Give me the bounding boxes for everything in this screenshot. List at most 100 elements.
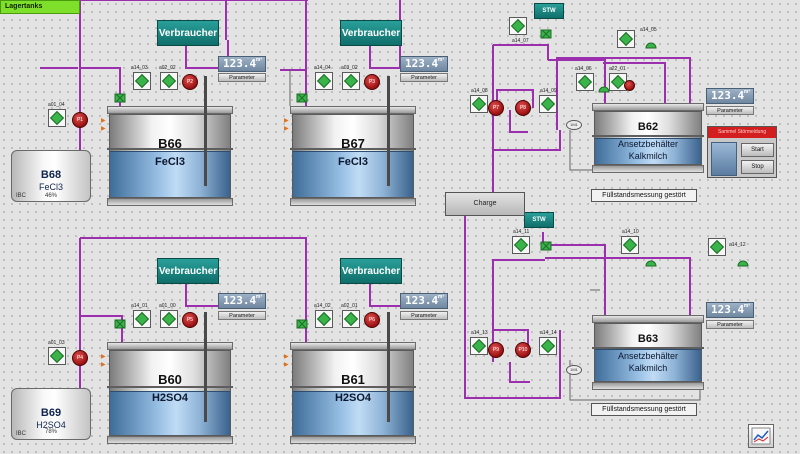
tag-label: a14_12 <box>729 242 746 248</box>
tank-medium-1: Ansetzbehälter <box>617 139 679 149</box>
ibc-b69[interactable]: B69 H2SO4 78% IBC <box>11 388 91 440</box>
instrument-box[interactable] <box>133 72 151 90</box>
start-button[interactable]: Start <box>741 143 774 157</box>
pump-icon[interactable]: P4 <box>72 350 88 366</box>
pump-icon[interactable]: P9 <box>488 342 504 358</box>
level-probe <box>204 76 207 186</box>
tag-label: a14_13 <box>471 330 488 336</box>
tank-b62[interactable]: B62 Ansetzbehälter Kalkmilch <box>592 103 704 173</box>
trend-button[interactable] <box>748 424 774 448</box>
tag-label: a03_02 <box>341 65 358 71</box>
valve-icon[interactable] <box>296 92 308 104</box>
charge-box[interactable]: Charge <box>445 192 525 216</box>
instrument-box[interactable] <box>342 310 360 328</box>
parameter-button[interactable]: Parameter <box>706 106 754 115</box>
mixer-icon[interactable]: 1M1 <box>566 365 582 375</box>
level-fault-status: Füllstandsmessung gestört <box>591 189 697 202</box>
tag-label: a22_01 <box>609 66 626 72</box>
tag-label: a14_06 <box>575 66 592 72</box>
parameter-button[interactable]: Parameter <box>218 73 266 82</box>
consumer-box[interactable]: Verbraucher <box>157 20 219 46</box>
valve-icon[interactable] <box>645 256 657 268</box>
level-marker-icon: ▶ <box>101 362 106 368</box>
pump-icon[interactable]: P6 <box>364 312 380 328</box>
instrument-box[interactable] <box>708 238 726 256</box>
parameter-button[interactable]: Parameter <box>218 311 266 320</box>
ibc-label: IBC <box>16 193 27 199</box>
control-panel: Sammel Störmeldung Start Stop <box>707 126 777 178</box>
instrument-box[interactable] <box>470 95 488 113</box>
tag-label: a14_05 <box>640 27 657 33</box>
valve-icon[interactable] <box>114 92 126 104</box>
instrument-box[interactable] <box>48 347 66 365</box>
instrument-box[interactable] <box>160 72 178 90</box>
tank-name: B62 <box>637 121 659 133</box>
stw-button[interactable]: STW <box>524 212 554 228</box>
valve-icon[interactable] <box>114 318 126 330</box>
consumer-box[interactable]: Verbraucher <box>157 258 219 284</box>
parameter-button[interactable]: Parameter <box>706 320 754 329</box>
instrument-box[interactable] <box>315 310 333 328</box>
instrument-box[interactable] <box>470 337 488 355</box>
wrench-icon[interactable] <box>711 142 737 176</box>
instrument-box[interactable] <box>617 30 635 48</box>
instrument-box[interactable] <box>160 310 178 328</box>
tank-b66[interactable]: B66 FeCl3 <box>107 76 233 206</box>
tag-label: a14_07 <box>512 38 529 44</box>
parameter-button[interactable]: Parameter <box>400 311 448 320</box>
tag-label: a02_01 <box>341 303 358 309</box>
instrument-box[interactable] <box>621 236 639 254</box>
pump-icon[interactable]: P10 <box>515 342 531 358</box>
tank-b60[interactable]: B60 H2SO4 <box>107 312 233 444</box>
tank-name: B63 <box>637 333 659 345</box>
mixer-icon[interactable]: 1M1 <box>566 120 582 130</box>
instrument-box[interactable] <box>512 236 530 254</box>
instrument-box[interactable] <box>539 337 557 355</box>
ibc-b68[interactable]: B68 FeCl3 46% IBC <box>11 150 91 202</box>
valve-icon[interactable] <box>645 38 657 50</box>
pump-icon[interactable]: P8 <box>515 100 531 116</box>
tank-b63[interactable]: B63 Ansetzbehälter Kalkmilch <box>592 315 704 390</box>
instrument-box[interactable] <box>576 73 594 91</box>
stw-button[interactable]: STW <box>534 3 564 19</box>
consumer-box[interactable]: Verbraucher <box>340 20 402 46</box>
screen-title: Lagertanks <box>0 0 80 14</box>
tank-b67[interactable]: B67 FeCl3 <box>290 76 416 206</box>
tag-label: a02_02 <box>159 65 176 71</box>
pump-icon[interactable]: P2 <box>182 74 198 90</box>
tank-medium: H2SO4 <box>334 392 372 404</box>
ibc-medium: H2SO4 <box>36 420 66 430</box>
tag-label: a14_14 <box>540 330 557 336</box>
ibc-percent: 46% <box>44 193 57 199</box>
tank-medium-1: Ansetzbehälter <box>617 351 679 361</box>
pump-icon[interactable] <box>624 80 635 91</box>
pump-icon[interactable]: P7 <box>488 100 504 116</box>
instrument-box[interactable] <box>133 310 151 328</box>
pump-icon[interactable]: P5 <box>182 312 198 328</box>
ibc-medium: FeCl3 <box>38 182 63 192</box>
level-fault-status: Füllstandsmessung gestört <box>591 403 697 416</box>
tank-b61[interactable]: B61 H2SO4 <box>290 312 416 444</box>
stop-button[interactable]: Stop <box>741 160 774 174</box>
valve-icon[interactable] <box>296 318 308 330</box>
consumer-box[interactable]: Verbraucher <box>340 258 402 284</box>
instrument-box[interactable] <box>539 95 557 113</box>
instrument-box[interactable] <box>509 17 527 35</box>
valve-icon[interactable] <box>540 28 552 40</box>
instrument-box[interactable] <box>48 109 66 127</box>
valve-icon[interactable] <box>737 256 749 268</box>
pump-icon[interactable]: P3 <box>364 74 380 90</box>
ibc-name: B68 <box>40 169 62 181</box>
parameter-button[interactable]: Parameter <box>400 73 448 82</box>
tank-medium: H2SO4 <box>151 392 189 404</box>
instrument-box[interactable] <box>342 72 360 90</box>
valve-icon[interactable] <box>540 240 552 252</box>
valve-icon[interactable] <box>598 82 610 94</box>
level-marker-icon: ▶ <box>101 354 106 360</box>
pump-icon[interactable]: P1 <box>72 112 88 128</box>
ibc-percent: 78% <box>44 429 57 435</box>
instrument-box[interactable] <box>315 72 333 90</box>
